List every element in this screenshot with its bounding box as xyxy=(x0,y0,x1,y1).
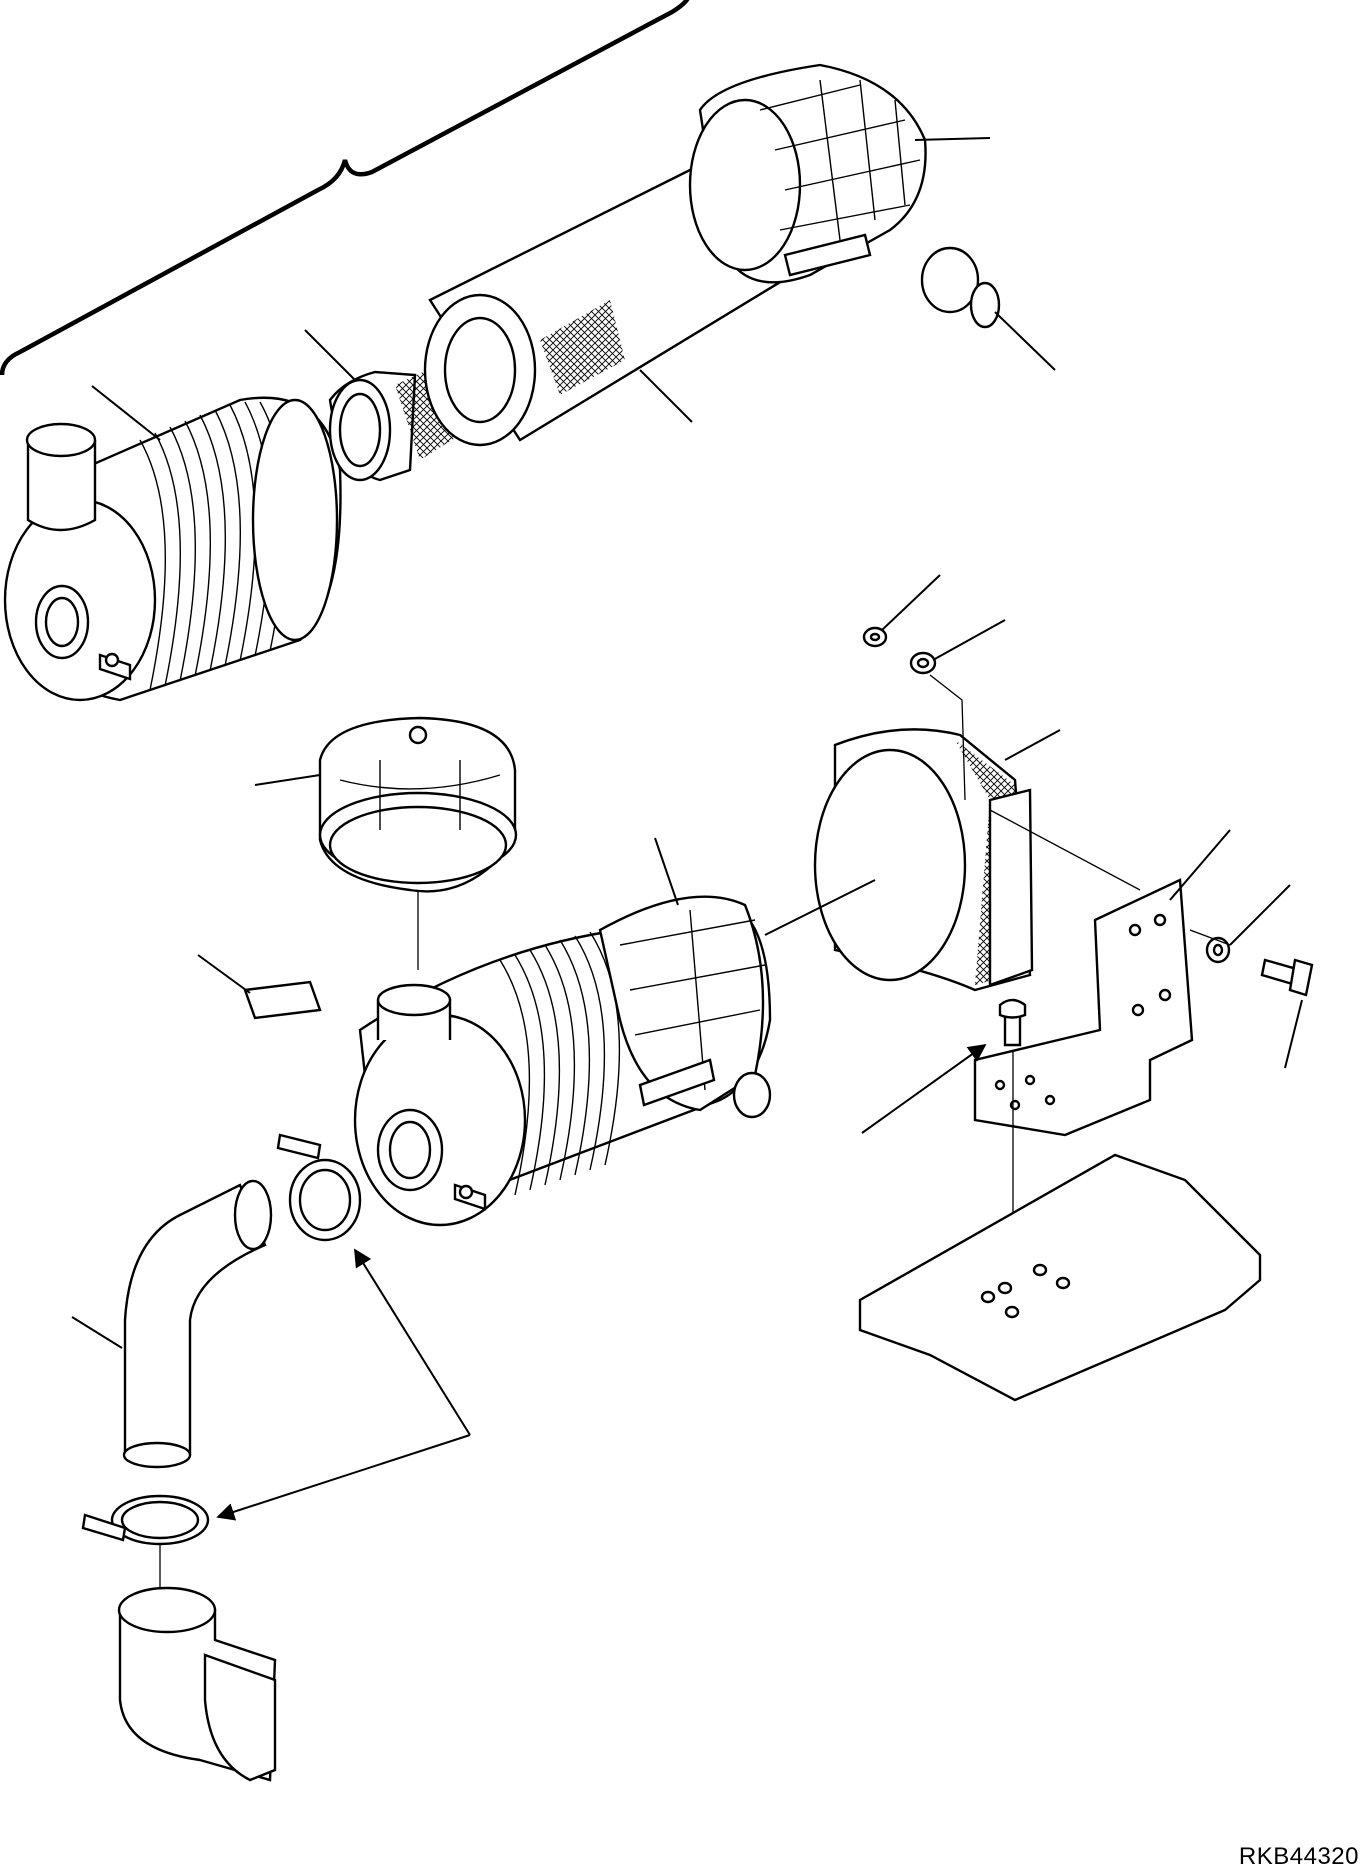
drawing-code: RKB44320 xyxy=(1238,1843,1359,1870)
bolt-alignment-right xyxy=(989,809,1231,946)
bolt-vertical xyxy=(998,998,1027,1047)
hose-clamp-lower xyxy=(81,1494,210,1546)
caution-label xyxy=(243,980,322,1020)
upper-air-cleaner-body xyxy=(3,396,342,702)
washer-right xyxy=(1205,936,1231,964)
reference-arrows xyxy=(216,1043,987,1521)
intake-elbow xyxy=(117,1586,277,1782)
washer-top xyxy=(909,651,937,675)
bolt-right xyxy=(1260,958,1314,997)
lower-leader-lines xyxy=(71,574,1303,1349)
nut xyxy=(862,626,888,648)
mounting-bracket xyxy=(973,878,1194,1137)
upper-leader-lines xyxy=(91,137,1056,441)
assembly-bracket xyxy=(0,0,690,376)
base-plate xyxy=(858,1153,1262,1402)
elbow-hose xyxy=(122,1179,273,1469)
lower-air-cleaner-body xyxy=(353,895,772,1227)
mounting-band xyxy=(813,728,1034,992)
precleaner-cap xyxy=(318,716,518,893)
dust-valve-upper xyxy=(920,246,1001,329)
bolt-alignment-top xyxy=(929,674,966,801)
hose-clamp-upper xyxy=(276,1133,362,1242)
upper-cover xyxy=(688,63,927,284)
